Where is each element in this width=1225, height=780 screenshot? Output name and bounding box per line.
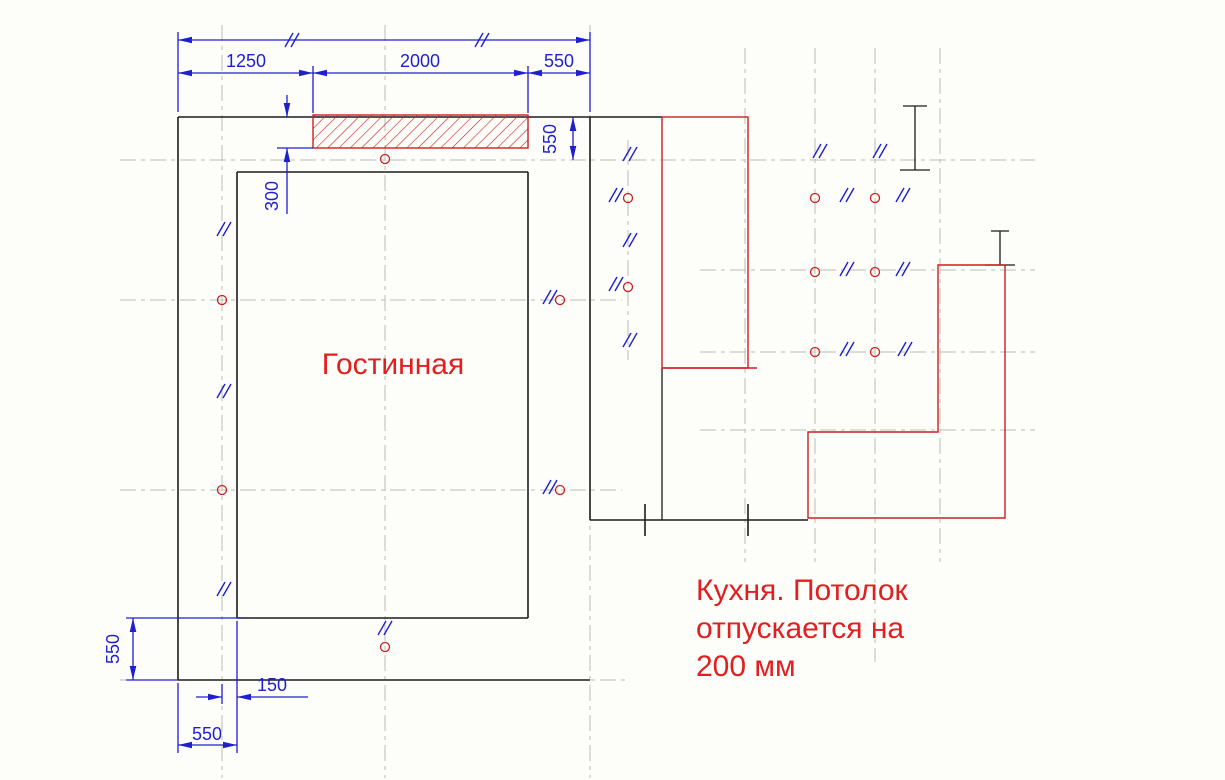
dimension-label-150: 150 — [257, 675, 287, 695]
break-mark-icon — [872, 143, 888, 159]
dimension-label-2000: 2000 — [400, 51, 440, 71]
dimension-lines — [126, 32, 591, 753]
light-fixture-circle — [869, 346, 881, 358]
dimension-label-550-bottom: 550 — [192, 724, 222, 744]
break-mark-icon — [608, 187, 624, 203]
section-mark — [900, 105, 930, 171]
light-fixture-circle — [554, 484, 566, 496]
break-mark-icon — [216, 221, 232, 237]
light-fixture-circle — [554, 294, 566, 306]
room-annotations: Гостинная Кухня. Потолок отпускается на … — [322, 348, 909, 683]
break-mark-icon — [839, 261, 855, 277]
dropped-ceiling-outline-rect — [661, 116, 749, 369]
break-mark-icon — [622, 332, 638, 348]
grid-axes — [120, 25, 1035, 778]
dimension-labels: 1250 2000 550 550 300 550 150 550 — [103, 51, 574, 744]
light-fixture-circle — [809, 346, 821, 358]
light-fixtures — [216, 153, 881, 653]
break-mark-icon — [622, 232, 638, 248]
break-marks — [216, 32, 913, 636]
break-mark-icon — [839, 187, 855, 203]
break-mark-icon — [897, 341, 913, 357]
break-mark-icon — [216, 383, 232, 399]
dimension-label-550-top: 550 — [544, 51, 574, 71]
kitchen-note-line-3: 200 мм — [696, 650, 796, 683]
dimension-label-1250: 1250 — [226, 51, 266, 71]
light-fixture-circle — [216, 484, 228, 496]
light-fixture-circle — [869, 192, 881, 204]
break-mark-icon — [542, 289, 558, 305]
light-fixture-circle — [379, 641, 391, 653]
dimension-label-300: 300 — [262, 181, 282, 211]
light-fixture-circle — [622, 192, 634, 204]
light-fixture-circle — [869, 266, 881, 278]
break-mark-icon — [216, 581, 232, 597]
kitchen-ceiling-outlines — [661, 116, 1006, 519]
light-fixture-circle — [809, 192, 821, 204]
dropped-ceiling-outline-step — [807, 264, 1006, 519]
break-mark-icon — [377, 620, 393, 636]
light-fixture-circle — [216, 294, 228, 306]
light-fixture-circle — [622, 281, 634, 293]
living-room-label: Гостинная — [322, 348, 465, 381]
break-mark-icon — [839, 341, 855, 357]
break-mark-icon — [622, 146, 638, 162]
break-mark-icon — [895, 261, 911, 277]
section-mark — [985, 230, 1015, 266]
kitchen-note-line-2: отпускается на — [696, 612, 904, 645]
kitchen-note-line-1: Кухня. Потолок — [696, 574, 909, 607]
break-mark-icon — [812, 143, 828, 159]
break-mark-icon — [542, 479, 558, 495]
break-mark-icon — [608, 276, 624, 292]
break-mark-icon — [895, 187, 911, 203]
dimension-label-550-left: 550 — [103, 634, 123, 664]
dimension-label-550-right: 550 — [540, 124, 560, 154]
light-fixture-circle — [379, 153, 391, 165]
hatched-beam-area — [312, 114, 529, 149]
light-fixture-circle — [809, 266, 821, 278]
